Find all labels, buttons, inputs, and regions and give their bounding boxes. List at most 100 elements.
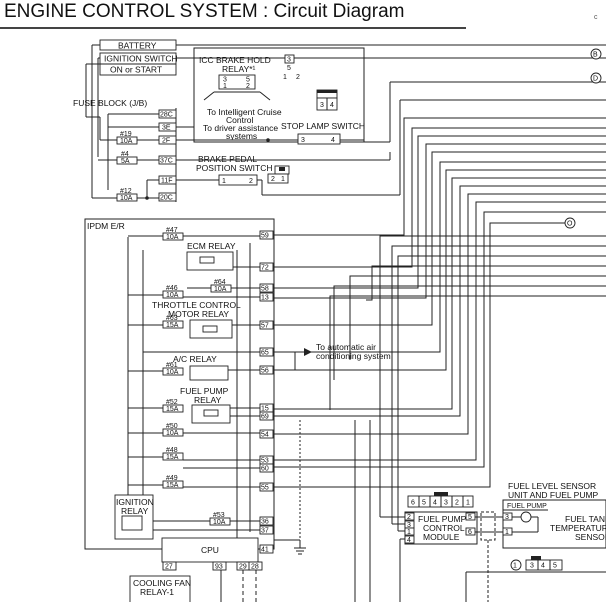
circle-connector-icon [590,72,602,84]
svg-text:54: 54 [261,432,269,439]
svg-text:53: 53 [261,458,269,465]
svg-text:27: 27 [165,564,173,571]
svg-text:2F: 2F [162,138,170,145]
svg-text:1: 1 [223,83,227,90]
svg-text:10A: 10A [166,292,179,299]
fuel-level-label-2: UNIT AND FUEL PUMP [508,490,599,500]
svg-text:#61: #61 [166,362,178,369]
svg-text:10A: 10A [120,195,133,202]
svg-text:D: D [593,76,598,83]
svg-text:3E: 3E [162,125,171,132]
svg-text:CONTROL: CONTROL [423,523,465,533]
svg-text:2: 2 [271,176,275,183]
svg-text:3: 3 [407,522,411,529]
ipdm-label: IPDM E/R [87,221,125,231]
svg-text:MODULE: MODULE [423,532,460,542]
svg-text:4: 4 [541,563,545,570]
cooling-fan-relay-box [129,575,191,602]
svg-text:#12: #12 [120,188,132,195]
svg-text:FUEL PUMP: FUEL PUMP [418,514,467,524]
icc-relay-label-2: RELAY*¹ [222,64,256,74]
cooling-fan-label-2: RELAY-1 [140,587,174,597]
svg-text:B: B [593,52,598,59]
ipdm-box [84,218,275,550]
svg-text:5A: 5A [121,158,130,165]
page-title: ENGINE CONTROL SYSTEM : Circuit Diagram [4,1,405,22]
battery-label: BATTERY [118,41,157,51]
svg-text:2: 2 [455,500,459,507]
ecm-relay-label: ECM RELAY [187,241,236,251]
svg-text:2: 2 [296,74,300,81]
svg-text:3: 3 [223,77,227,84]
ground-icon [294,547,306,555]
cpu-box [161,537,259,563]
svg-text:6: 6 [468,529,472,536]
svg-text:10A: 10A [120,138,133,145]
svg-text:#52: #52 [166,399,178,406]
relay-coil-icon [218,74,256,90]
svg-text:11F: 11F [161,178,173,185]
svg-text:10A: 10A [166,430,179,437]
svg-text:#53: #53 [213,512,225,519]
ipdm-pins: 59 72 58 13 57 65 56 15 69 54 53 60 55 3… [259,230,274,554]
svg-text:1: 1 [407,529,411,536]
svg-text:2: 2 [246,83,250,90]
svg-text:#47: #47 [166,227,178,234]
ignition-relay-label: IGNITION [116,497,154,507]
ac-note-2: conditioning system [316,351,391,361]
svg-text:5: 5 [246,77,250,84]
svg-text:1: 1 [466,500,470,507]
relay-coil-icon [189,365,229,381]
svg-text:4: 4 [331,137,335,144]
svg-text:57: 57 [261,323,269,330]
svg-text:#19: #19 [120,131,132,138]
svg-text:#64: #64 [214,279,226,286]
throttle-relay-label: THROTTLE CONTROL [152,300,241,310]
brake-pedal-label-2: POSITION SWITCH [196,163,273,173]
svg-text:36: 36 [261,519,269,526]
svg-text:#46: #46 [166,285,178,292]
svg-text:TEMPERATURE: TEMPERATURE [550,523,606,533]
svg-text:Control: Control [226,115,254,125]
brake-pedal-label: BRAKE PEDAL [198,154,257,164]
svg-text:1: 1 [513,563,517,570]
stop-lamp-switch [297,133,341,145]
svg-text:56: 56 [261,368,269,375]
fuel-pump-relay-label: FUEL PUMP [180,386,229,396]
svg-text:5: 5 [287,65,291,72]
ignition-relay-label-2: RELAY [121,506,149,516]
cpu-label: CPU [201,545,219,555]
svg-text:37: 37 [261,528,269,535]
svg-text:10A: 10A [166,234,179,241]
cooling-fan-label: COOLING FAN [133,578,191,588]
circle-connector-icon [590,48,602,60]
svg-text:#49: #49 [166,475,178,482]
svg-text:4: 4 [433,500,437,507]
svg-text:3: 3 [287,57,291,64]
svg-text:15A: 15A [166,482,179,489]
svg-text:10A: 10A [166,369,179,376]
svg-text:4: 4 [407,537,411,544]
svg-text:10A: 10A [213,519,226,526]
svg-text:20C: 20C [160,195,173,202]
icc-relay-label: ICC BRAKE HOLD [199,55,271,65]
fb-pin-20c [158,192,177,202]
svg-text:59: 59 [261,233,269,240]
svg-text:1: 1 [222,178,226,185]
svg-text:29: 29 [239,564,247,571]
wire-bundle [274,117,606,520]
ignition-relay-box [114,494,154,540]
svg-text:69: 69 [261,414,269,421]
ac-note-1: To automatic air [316,342,376,352]
svg-text:#63: #63 [166,315,178,322]
svg-text:3: 3 [320,102,324,109]
stop-lamp-label: STOP LAMP SWITCH [281,121,365,131]
relay-coil-icon [121,515,143,531]
ac-relay-label: A/C RELAY [173,354,217,364]
svg-text:15A: 15A [166,454,179,461]
svg-text:#4: #4 [121,151,129,158]
icc-relay-box [193,47,365,143]
fuel-pump-relay-label-2: RELAY [194,395,222,405]
svg-text:5: 5 [468,514,472,521]
